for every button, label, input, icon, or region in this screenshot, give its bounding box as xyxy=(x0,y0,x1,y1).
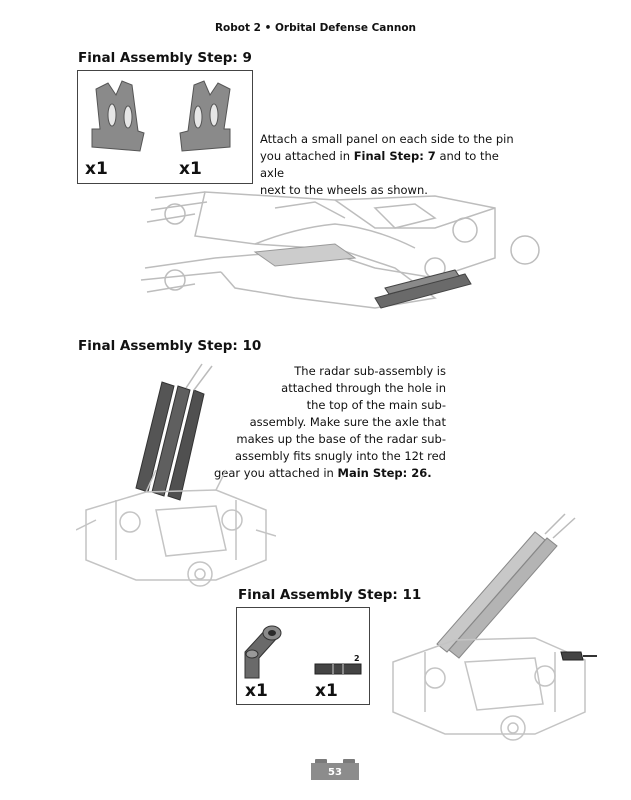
step-9-parts-box: x1 x1 xyxy=(77,70,253,184)
step-11-parts-box: 2 x1 x1 xyxy=(236,607,370,705)
instruction-line: the top of the main sub- xyxy=(306,398,446,412)
side-panel-part-icon xyxy=(91,80,231,152)
step-9-title: Final Assembly Step: 9 xyxy=(78,50,252,66)
step-10-instructions-last: gear you attached in Main Step: 26. xyxy=(214,466,432,480)
part-quantity: x1 xyxy=(245,681,268,701)
angle-connector-part-icon xyxy=(244,625,282,679)
instruction-line: assembly fits snugly into the 12t red xyxy=(234,449,446,463)
page-number: 53 xyxy=(328,767,342,778)
brick-icon xyxy=(311,759,359,780)
instruction-line: The radar sub-assembly is xyxy=(294,364,446,378)
instruction-line: attached through the hole in xyxy=(281,381,446,395)
instruction-line: assembly. Make sure the axle that xyxy=(249,415,446,429)
step-10-model-illustration xyxy=(76,363,276,587)
step-9-model-illustration xyxy=(140,191,540,309)
instruction-line: you attached in Final Step: 7 and to the… xyxy=(260,149,499,180)
page-header: Robot 2 • Orbital Defense Cannon xyxy=(214,22,417,34)
instruction-line: Attach a small panel on each side to the… xyxy=(260,132,514,146)
instruction-line: next to the wheels as shown. xyxy=(260,183,428,197)
step-11-model-illustration xyxy=(392,513,597,741)
step-9-instructions: Attach a small panel on each side to the… xyxy=(260,131,520,199)
part-quantity: x1 xyxy=(85,159,108,179)
part-quantity: x1 xyxy=(179,159,202,179)
step-11-title: Final Assembly Step: 11 xyxy=(238,587,422,603)
step-10-title: Final Assembly Step: 10 xyxy=(78,338,262,354)
step-10-instructions: The radar sub-assembly is attached throu… xyxy=(210,363,446,465)
instruction-line: makes up the base of the radar sub- xyxy=(236,432,446,446)
axle-size-label: 2 xyxy=(354,654,360,663)
axle-part-icon xyxy=(314,663,362,675)
part-quantity: x1 xyxy=(315,681,338,701)
page-number-badge: 53 xyxy=(311,758,359,780)
